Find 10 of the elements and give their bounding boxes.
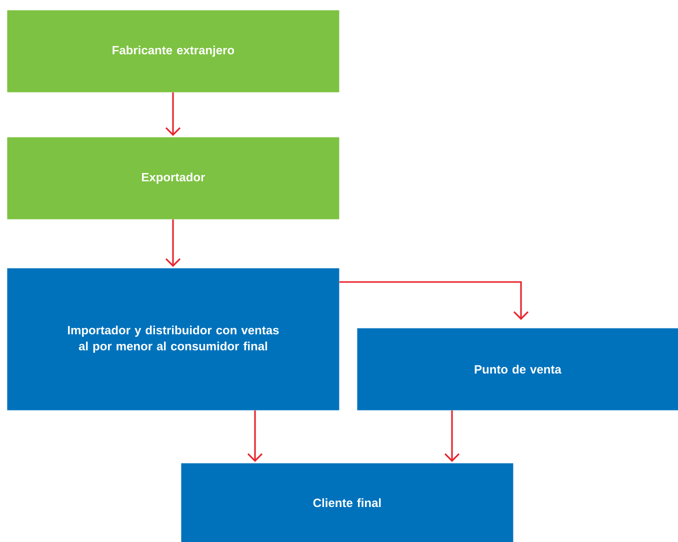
arrow bbox=[339, 281, 529, 320]
arrow bbox=[165, 219, 181, 267]
arrow bbox=[247, 410, 263, 462]
arrow bbox=[444, 410, 460, 462]
process-box: Cliente final bbox=[181, 463, 514, 542]
process-box: Fabricante extranjero bbox=[7, 10, 340, 92]
process-box: Punto de venta bbox=[357, 328, 678, 410]
process-box: Exportador bbox=[7, 137, 340, 220]
process-box: Importador y distribuidor con ventas al por menor al consumidor final bbox=[7, 268, 340, 410]
arrow bbox=[165, 92, 181, 136]
